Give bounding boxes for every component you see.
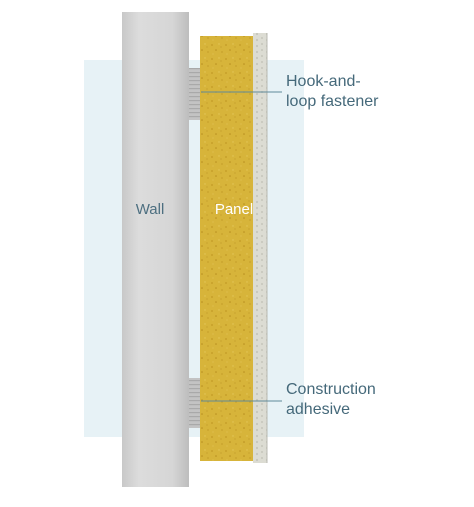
panel-facing — [253, 33, 267, 463]
construction-adhesive — [189, 378, 201, 428]
panel — [200, 36, 253, 461]
panel-label: Panel — [215, 201, 253, 218]
wall — [122, 12, 189, 487]
fastener-label-line1: Hook-and- — [286, 73, 361, 90]
hook-and-loop-fastener — [189, 68, 201, 120]
adhesive-label-line1: Construction — [286, 381, 376, 398]
adhesive-label-line2: adhesive — [286, 401, 350, 418]
wall-label: Wall — [136, 201, 165, 218]
fastener-label-line2: loop fastener — [286, 93, 379, 110]
